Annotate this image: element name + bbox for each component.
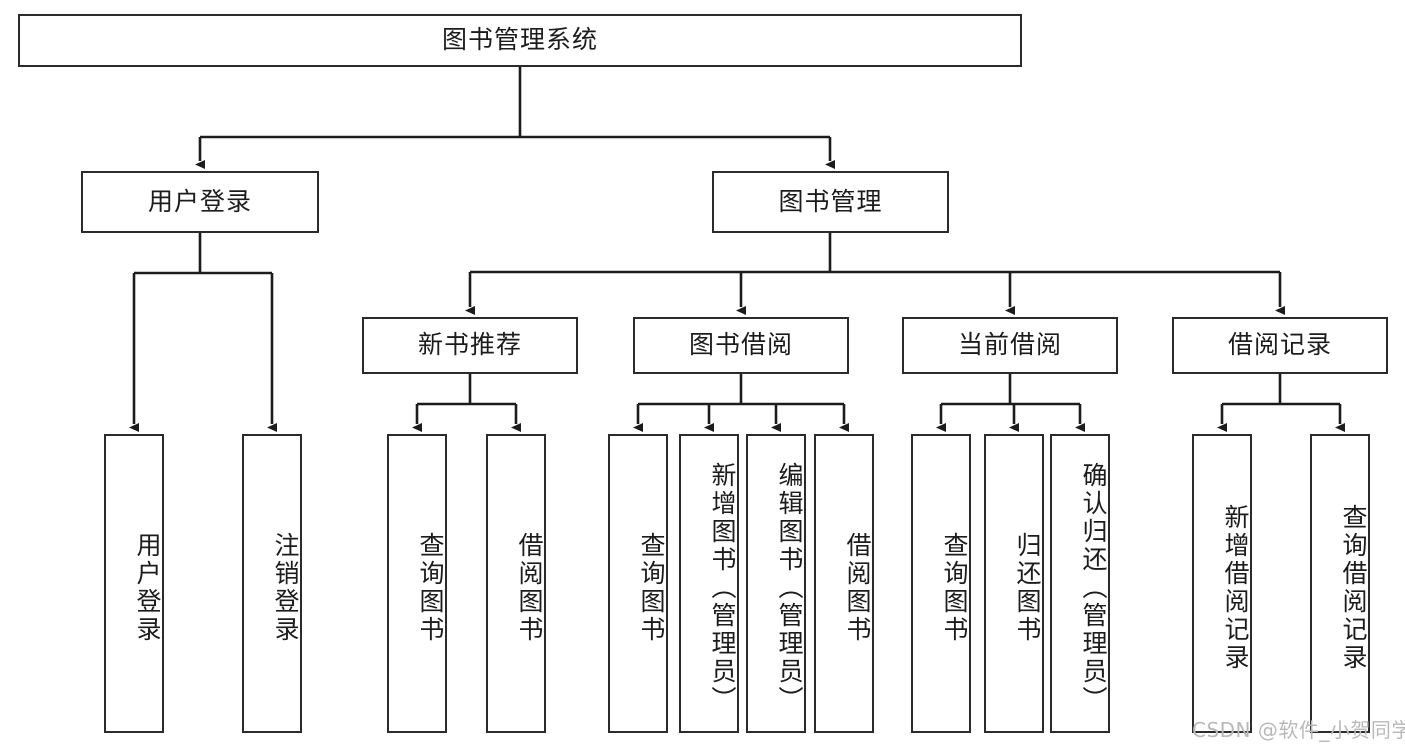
- node-current-borrow[interactable]: 当前借阅: [902, 317, 1118, 374]
- leaf-confirm-return[interactable]: 确认归还（管理员）: [1050, 434, 1110, 733]
- leaf-borrow-book-rec[interactable]: 借阅图书: [486, 434, 546, 733]
- leaf-query-book-cur[interactable]: 查询图书: [911, 434, 971, 733]
- leaf-add-book[interactable]: 新增图书（管理员）: [679, 434, 739, 733]
- leaf-query-book-rec[interactable]: 查询图书: [387, 434, 447, 733]
- leaf-query-book-borrow[interactable]: 查询图书: [608, 434, 668, 733]
- csdn-watermark: CSDN @软件_小贺同学: [1192, 718, 1405, 742]
- leaf-query-record[interactable]: 查询借阅记录: [1310, 434, 1370, 733]
- leaf-logout[interactable]: 注销登录: [242, 434, 302, 733]
- node-new-book-rec[interactable]: 新书推荐: [362, 317, 578, 374]
- leaf-borrow-book[interactable]: 借阅图书: [814, 434, 874, 733]
- leaf-add-record[interactable]: 新增借阅记录: [1192, 434, 1252, 733]
- node-root[interactable]: 图书管理系统: [18, 14, 1022, 67]
- node-book-admin[interactable]: 图书管理: [712, 171, 949, 233]
- leaf-user-login[interactable]: 用户登录: [104, 434, 164, 733]
- leaf-return-book[interactable]: 归还图书: [984, 434, 1044, 733]
- node-user-login[interactable]: 用户登录: [81, 171, 319, 233]
- leaf-edit-book[interactable]: 编辑图书（管理员）: [746, 434, 806, 733]
- node-book-borrow[interactable]: 图书借阅: [633, 317, 849, 374]
- node-borrow-records[interactable]: 借阅记录: [1172, 317, 1388, 374]
